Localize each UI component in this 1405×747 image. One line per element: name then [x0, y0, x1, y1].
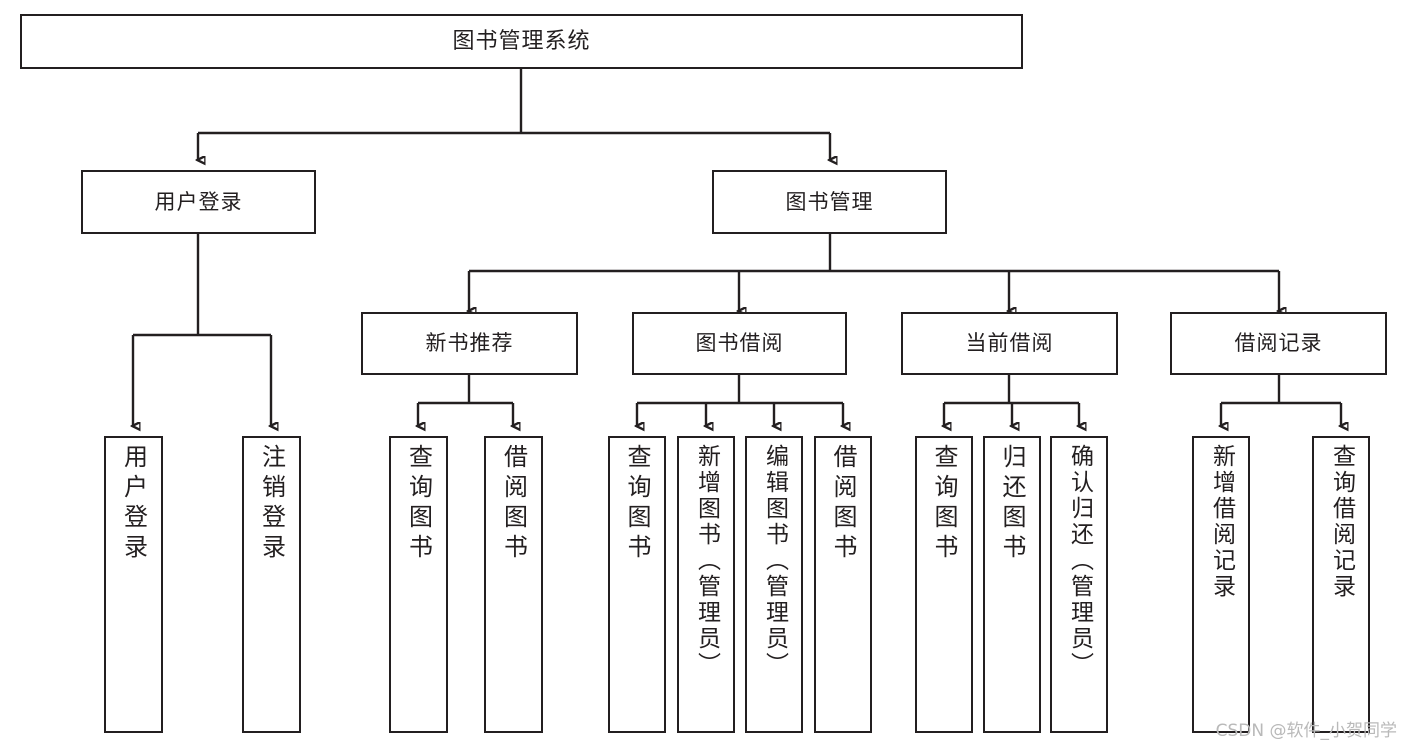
- leaf-query-books-newrec[interactable]: 查询图书: [389, 436, 448, 733]
- leaf-borrow-books-newrec[interactable]: 借阅图书: [484, 436, 543, 733]
- node-label: 查询图书: [404, 444, 433, 564]
- leaf-add-borrow-record[interactable]: 新增借阅记录: [1192, 436, 1250, 733]
- node-label: 借阅图书: [499, 444, 528, 564]
- node-label: 确认归还（管理员）: [1066, 444, 1093, 678]
- node-label: 图书借阅: [695, 331, 784, 356]
- leaf-logout[interactable]: 注销登录: [242, 436, 301, 733]
- node-label: 新增图书（管理员）: [693, 444, 720, 678]
- leaf-return-books[interactable]: 归还图书: [983, 436, 1041, 733]
- node-current-borrowing[interactable]: 当前借阅: [901, 312, 1118, 375]
- node-label: 新增借阅记录: [1208, 444, 1235, 600]
- node-label: 新书推荐: [425, 331, 514, 356]
- node-root-book-management-system[interactable]: 图书管理系统: [20, 14, 1023, 69]
- leaf-query-borrow-record[interactable]: 查询借阅记录: [1312, 436, 1370, 733]
- leaf-borrow-books-borrow[interactable]: 借阅图书: [814, 436, 872, 733]
- node-label: 用户登录: [119, 444, 148, 564]
- node-label: 编辑图书（管理员）: [761, 444, 788, 678]
- node-label: 查询图书: [623, 444, 651, 564]
- node-label: 借阅记录: [1234, 331, 1323, 356]
- node-label: 图书管理系统: [452, 28, 591, 54]
- node-borrowing-records[interactable]: 借阅记录: [1170, 312, 1387, 375]
- node-label: 借阅图书: [829, 444, 857, 564]
- leaf-edit-book-admin[interactable]: 编辑图书（管理员）: [745, 436, 803, 733]
- node-label: 图书管理: [785, 189, 874, 214]
- leaf-query-books-borrow[interactable]: 查询图书: [608, 436, 666, 733]
- node-label: 查询图书: [930, 444, 958, 564]
- leaf-user-login[interactable]: 用户登录: [104, 436, 163, 733]
- node-new-book-recommendation[interactable]: 新书推荐: [361, 312, 578, 375]
- leaf-add-book-admin[interactable]: 新增图书（管理员）: [677, 436, 735, 733]
- node-label: 查询借阅记录: [1328, 444, 1355, 600]
- node-label: 注销登录: [257, 444, 286, 564]
- leaf-query-books-current[interactable]: 查询图书: [915, 436, 973, 733]
- node-label: 归还图书: [998, 444, 1026, 564]
- node-book-management[interactable]: 图书管理: [712, 170, 947, 234]
- leaf-confirm-return-admin[interactable]: 确认归还（管理员）: [1050, 436, 1108, 733]
- node-label: 当前借阅: [965, 331, 1054, 356]
- node-book-borrowing[interactable]: 图书借阅: [632, 312, 847, 375]
- node-label: 用户登录: [154, 189, 243, 214]
- node-user-login[interactable]: 用户登录: [81, 170, 316, 234]
